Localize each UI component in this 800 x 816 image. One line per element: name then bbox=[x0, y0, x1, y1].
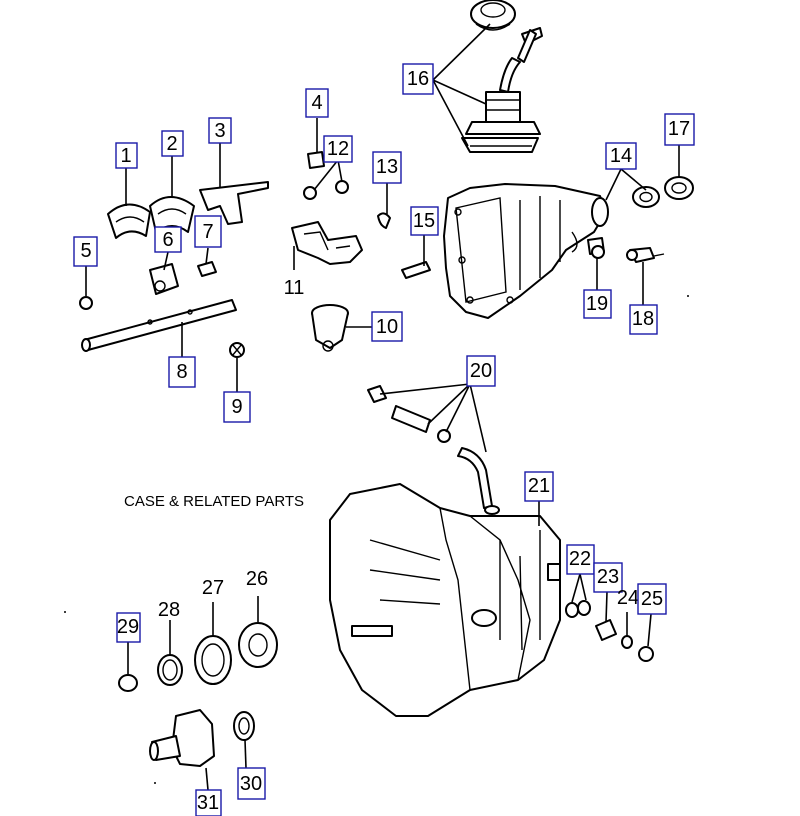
callout-7[interactable]: 7 bbox=[194, 215, 222, 248]
leader-lines bbox=[85, 23, 680, 791]
callout-label: 5 bbox=[80, 240, 91, 262]
lever-block-part-10 bbox=[311, 304, 349, 352]
callout-label: 12 bbox=[327, 138, 349, 160]
callout-15[interactable]: 15 bbox=[410, 206, 439, 236]
callout-label: 31 bbox=[197, 792, 219, 814]
callout-16[interactable]: 16 bbox=[402, 63, 434, 95]
snap-ring-part-28 bbox=[157, 654, 183, 686]
callout-31[interactable]: 31 bbox=[195, 789, 222, 816]
callout-label: 30 bbox=[240, 773, 262, 795]
callout-5[interactable]: 5 bbox=[73, 236, 98, 267]
callout-label: 10 bbox=[376, 316, 398, 338]
callout-30[interactable]: 30 bbox=[237, 767, 266, 800]
callout-label: 14 bbox=[610, 145, 632, 167]
callout-label: 1 bbox=[120, 145, 131, 167]
callout-label: 2 bbox=[166, 133, 177, 155]
bearing-retainer-part-31 bbox=[149, 709, 215, 767]
callout-8[interactable]: 8 bbox=[168, 356, 196, 388]
shift-fork-part-1 bbox=[107, 203, 151, 239]
extension-housing bbox=[443, 183, 609, 319]
callout-10[interactable]: 10 bbox=[371, 311, 403, 342]
callout-label: 25 bbox=[641, 588, 663, 610]
sleeve-part-23 bbox=[595, 619, 617, 641]
callout-label: 13 bbox=[376, 156, 398, 178]
callout-label: 21 bbox=[528, 475, 550, 497]
transmission-case-part-21 bbox=[329, 483, 561, 717]
callout-label: 9 bbox=[231, 396, 242, 418]
callout-label: 26 bbox=[246, 568, 268, 590]
callout-6[interactable]: 6 bbox=[154, 226, 182, 253]
pin-part-15 bbox=[401, 261, 431, 279]
callout-label: 27 bbox=[202, 577, 224, 599]
callout-label: 17 bbox=[668, 118, 690, 140]
callout-26: 26 bbox=[246, 568, 268, 590]
seal-part-30 bbox=[233, 711, 255, 741]
sensor-part-19 bbox=[587, 237, 605, 259]
vent-parts-part-20 bbox=[367, 385, 493, 509]
callout-21[interactable]: 21 bbox=[524, 471, 554, 502]
stray-dots bbox=[64, 295, 689, 784]
speedo-gear-part-18 bbox=[626, 247, 665, 263]
callout-1[interactable]: 1 bbox=[115, 142, 138, 169]
callout-14[interactable]: 14 bbox=[605, 142, 637, 170]
callout-9[interactable]: 9 bbox=[223, 391, 251, 423]
bushing-part-14 bbox=[632, 186, 660, 208]
plug-part-4 bbox=[307, 151, 325, 169]
spring-part-9 bbox=[229, 342, 245, 358]
seals-part-22 bbox=[565, 600, 591, 618]
callout-label: 22 bbox=[569, 548, 591, 570]
callout-28: 28 bbox=[158, 599, 180, 621]
callout-20[interactable]: 20 bbox=[466, 355, 496, 387]
callout-label: 4 bbox=[311, 92, 322, 114]
shift-rail-part-8 bbox=[81, 299, 237, 352]
callout-11: 11 bbox=[284, 277, 305, 299]
bearing-part-26 bbox=[238, 622, 278, 668]
callout-label: 6 bbox=[162, 229, 173, 251]
callout-label: 19 bbox=[586, 293, 608, 315]
callout-label: 18 bbox=[632, 308, 654, 330]
bearing-race-part-27 bbox=[194, 635, 232, 685]
callout-19[interactable]: 19 bbox=[583, 289, 612, 319]
detent-balls-part-12 bbox=[303, 180, 349, 200]
callout-23[interactable]: 23 bbox=[593, 562, 623, 593]
callout-label: 20 bbox=[470, 360, 492, 382]
callout-3[interactable]: 3 bbox=[208, 117, 232, 144]
seal-part-17 bbox=[664, 176, 694, 200]
callout-27: 27 bbox=[202, 577, 224, 599]
callout-2[interactable]: 2 bbox=[161, 130, 184, 157]
callout-24: 24 bbox=[617, 587, 639, 609]
callout-label: 3 bbox=[214, 120, 225, 142]
callout-25[interactable]: 25 bbox=[637, 583, 667, 615]
callout-29[interactable]: 29 bbox=[116, 612, 141, 643]
shift-fork-part-3 bbox=[199, 181, 269, 225]
callout-label: 29 bbox=[117, 616, 139, 638]
clip-part-13 bbox=[377, 212, 391, 229]
callout-label: 15 bbox=[413, 210, 435, 232]
callout-12[interactable]: 12 bbox=[323, 135, 353, 163]
snap-ring-part-29 bbox=[118, 674, 138, 692]
shifter-assembly-part-16 bbox=[461, 0, 543, 153]
callout-13[interactable]: 13 bbox=[372, 151, 402, 184]
plunger-part-7 bbox=[197, 261, 217, 277]
callout-label: 11 bbox=[284, 277, 305, 299]
bracket-part-11 bbox=[291, 221, 363, 265]
callout-17[interactable]: 17 bbox=[664, 113, 695, 146]
callout-label: 8 bbox=[176, 361, 187, 383]
ball-part-25 bbox=[638, 646, 654, 662]
callout-22[interactable]: 22 bbox=[566, 544, 595, 575]
section-caption: CASE & RELATED PARTS bbox=[124, 493, 304, 510]
callout-label: 24 bbox=[617, 587, 639, 609]
callout-4[interactable]: 4 bbox=[305, 88, 329, 118]
callout-label: 23 bbox=[597, 566, 619, 588]
callout-label: 28 bbox=[158, 599, 180, 621]
clip-part-24 bbox=[621, 635, 633, 649]
ball-part-5 bbox=[79, 296, 93, 310]
callout-label: 16 bbox=[407, 68, 429, 90]
callout-label: 7 bbox=[202, 221, 213, 243]
callout-18[interactable]: 18 bbox=[629, 304, 658, 335]
